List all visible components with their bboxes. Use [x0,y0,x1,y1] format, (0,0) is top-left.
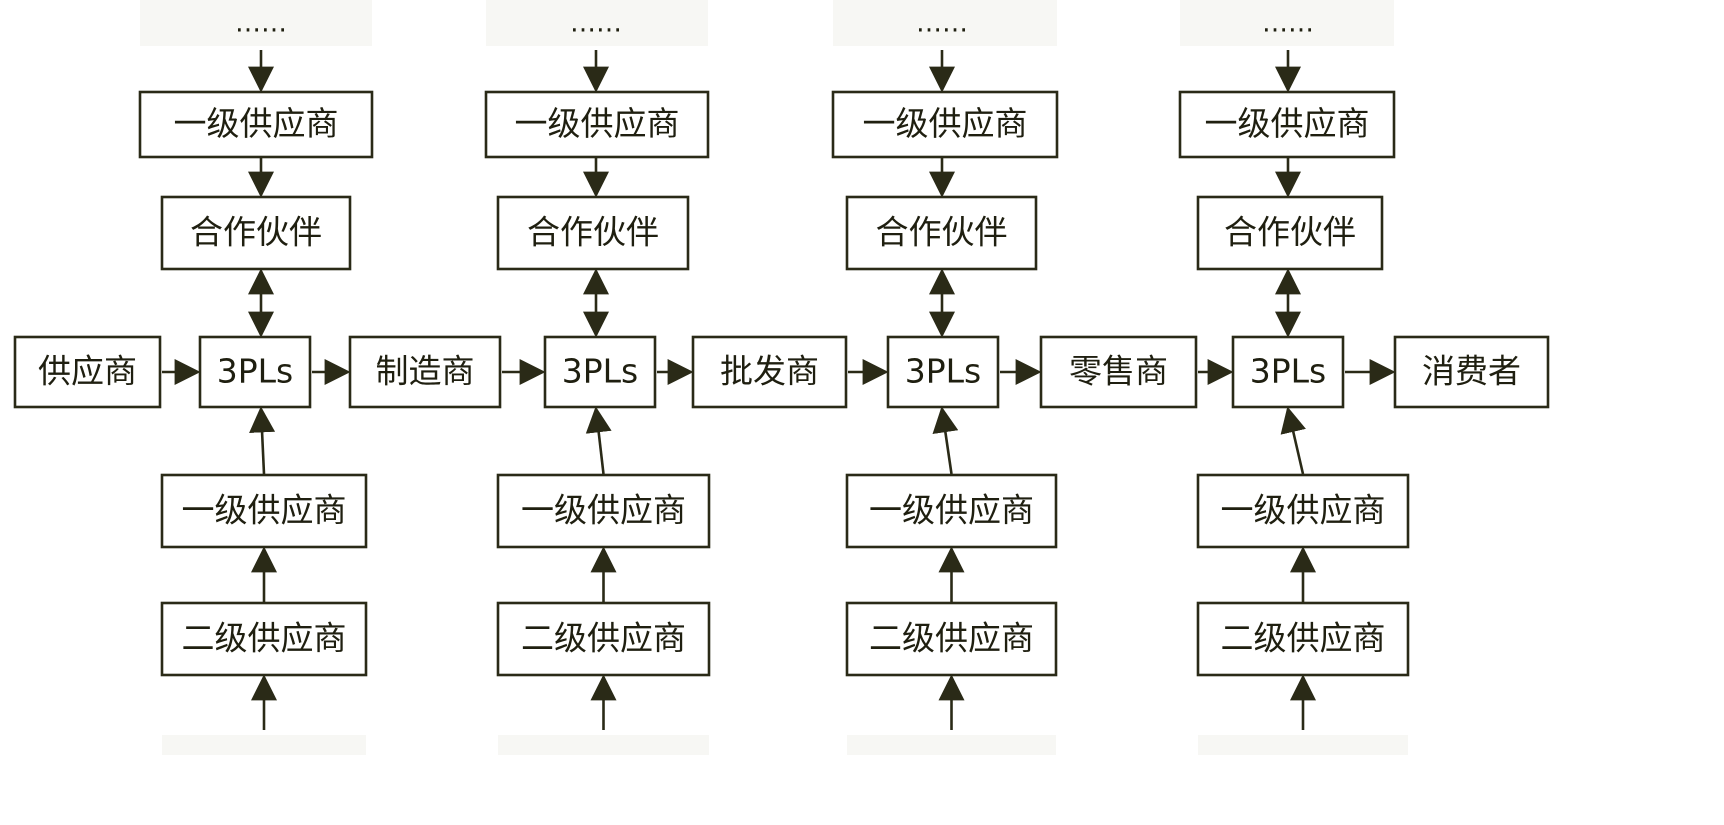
column-2-partner: 合作伙伴 [496,195,690,271]
column-1-partner-label: 合作伙伴 [190,213,322,252]
chain-node-consumer-box [1393,335,1550,409]
chain-node-manufacturer-label: 制造商 [376,352,475,391]
chain-node-tpl-2-label: 3PLs [562,352,638,391]
column-2-bottom-tier1-supplier-box [496,473,711,549]
column-4-ellipsis: …… [1262,9,1314,39]
column-3-partner-box [845,195,1038,271]
column-4-arrow-tier1-to-hub [1280,406,1306,475]
chain-node-supplier: 供应商 [13,335,162,409]
column-4-partner-label: 合作伙伴 [1224,213,1356,252]
chain-node-manufacturer-box [348,335,502,409]
column-4-bottom-tier2-supplier: 二级供应商 [1196,601,1410,677]
column-2-bottom-tier2-supplier-label: 二级供应商 [521,619,686,658]
chain-node-consumer-label: 消费者 [1422,352,1521,391]
chain-node-tpl-3: 3PLs [886,335,1000,409]
chain-node-wholesaler-box [691,335,848,409]
column-4-top-tier1-supplier-label: 一级供应商 [1205,104,1370,143]
column-2-bottom-tier2-supplier-box [496,601,711,677]
chain-node-tpl-4: 3PLs [1231,335,1345,409]
chain-node-tpl-4-label: 3PLs [1250,352,1326,391]
chain-node-manufacturer: 制造商 [348,335,502,409]
chain-node-tpl-1-label: 3PLs [217,352,293,391]
column-3-bottom-tier1-supplier-label: 一级供应商 [869,491,1034,530]
column-3-top-tier1-supplier-box [831,90,1059,159]
column-2-bottom-tier2-supplier: 二级供应商 [496,601,711,677]
column-4-bottom-tier1-supplier: 一级供应商 [1196,473,1410,549]
column-4-bottom-tier2-supplier-box [1196,601,1410,677]
column-1-bottom-tier2-supplier-label: 二级供应商 [182,619,347,658]
column-3-bottom-tier1-supplier: 一级供应商 [845,473,1058,549]
chain-node-tpl-1: 3PLs [198,335,312,409]
column-3-partner: 合作伙伴 [845,195,1038,271]
column-2-top-tier1-supplier: 一级供应商 [484,90,710,159]
column-2-bottom-tier1-supplier-label: 一级供应商 [521,491,686,530]
chain-node-tpl-4-box [1231,335,1345,409]
column-1-top-fade [140,0,372,46]
column-1-bottom-tier1-supplier-box [160,473,368,549]
column-3-top-tier1-supplier: 一级供应商 [831,90,1059,159]
column-2-partner-box [496,195,690,271]
chain-node-supplier-label: 供应商 [38,352,137,391]
column-3-bottom-fade [847,735,1056,755]
column-2-bottom-tier1-supplier: 一级供应商 [496,473,711,549]
column-2-arrow-tier1-to-hub [585,406,612,475]
column-2-partner-label: 合作伙伴 [527,213,659,252]
column-4-bottom-tier1-supplier-label: 一级供应商 [1221,491,1386,530]
column-2-ellipsis: …… [570,9,622,39]
chain-node-tpl-1-box [198,335,312,409]
column-1-top-tier1-supplier: 一级供应商 [138,90,374,159]
column-1-arrow-tier1-to-hub [249,406,276,475]
column-3-top-tier1-supplier-label: 一级供应商 [863,104,1028,143]
column-4-top-fade [1180,0,1394,46]
column-3-arrow-tier1-to-hub [932,406,959,475]
column-4-partner-box [1196,195,1384,271]
column-2-top-fade [486,0,708,46]
column-4-top-tier1-supplier: 一级供应商 [1178,90,1396,159]
column-3-partner-label: 合作伙伴 [876,213,1008,252]
column-1-partner-box [160,195,352,271]
column-1-top-tier1-supplier-box [138,90,374,159]
column-4-bottom-tier2-supplier-label: 二级供应商 [1221,619,1386,658]
chain-node-tpl-2-box [543,335,657,409]
column-1-bottom-fade [162,735,366,755]
column-4-partner: 合作伙伴 [1196,195,1384,271]
column-2-bottom-fade [498,735,709,755]
column-3-bottom-tier1-supplier-box [845,473,1058,549]
column-1-bottom-tier1-supplier-label: 一级供应商 [182,491,347,530]
chain-node-tpl-2: 3PLs [543,335,657,409]
chain-node-wholesaler: 批发商 [691,335,848,409]
column-1-partner: 合作伙伴 [160,195,352,271]
column-2-top-tier1-supplier-box [484,90,710,159]
chain-node-tpl-3-box [886,335,1000,409]
column-3-bottom-tier2-supplier: 二级供应商 [845,601,1058,677]
column-4-bottom-fade [1198,735,1408,755]
column-3-top-fade [833,0,1057,46]
column-1-ellipsis: …… [235,9,287,39]
chain-node-retailer-label: 零售商 [1069,352,1168,391]
chain-node-retailer: 零售商 [1039,335,1198,409]
chain-node-consumer: 消费者 [1393,335,1550,409]
column-3-bottom-tier2-supplier-box [845,601,1058,677]
column-3-bottom-tier2-supplier-label: 二级供应商 [869,619,1034,658]
chain-node-wholesaler-label: 批发商 [720,352,819,391]
column-2-top-tier1-supplier-label: 一级供应商 [515,104,680,143]
chain-node-retailer-box [1039,335,1198,409]
chain-node-tpl-3-label: 3PLs [905,352,981,391]
column-1-bottom-tier2-supplier-box [160,601,368,677]
column-1-bottom-tier2-supplier: 二级供应商 [160,601,368,677]
column-4-bottom-tier1-supplier-box [1196,473,1410,549]
chain-node-supplier-box [13,335,162,409]
column-3-ellipsis: …… [916,9,968,39]
column-4-top-tier1-supplier-box [1178,90,1396,159]
column-1-top-tier1-supplier-label: 一级供应商 [174,104,339,143]
column-1-bottom-tier1-supplier: 一级供应商 [160,473,368,549]
